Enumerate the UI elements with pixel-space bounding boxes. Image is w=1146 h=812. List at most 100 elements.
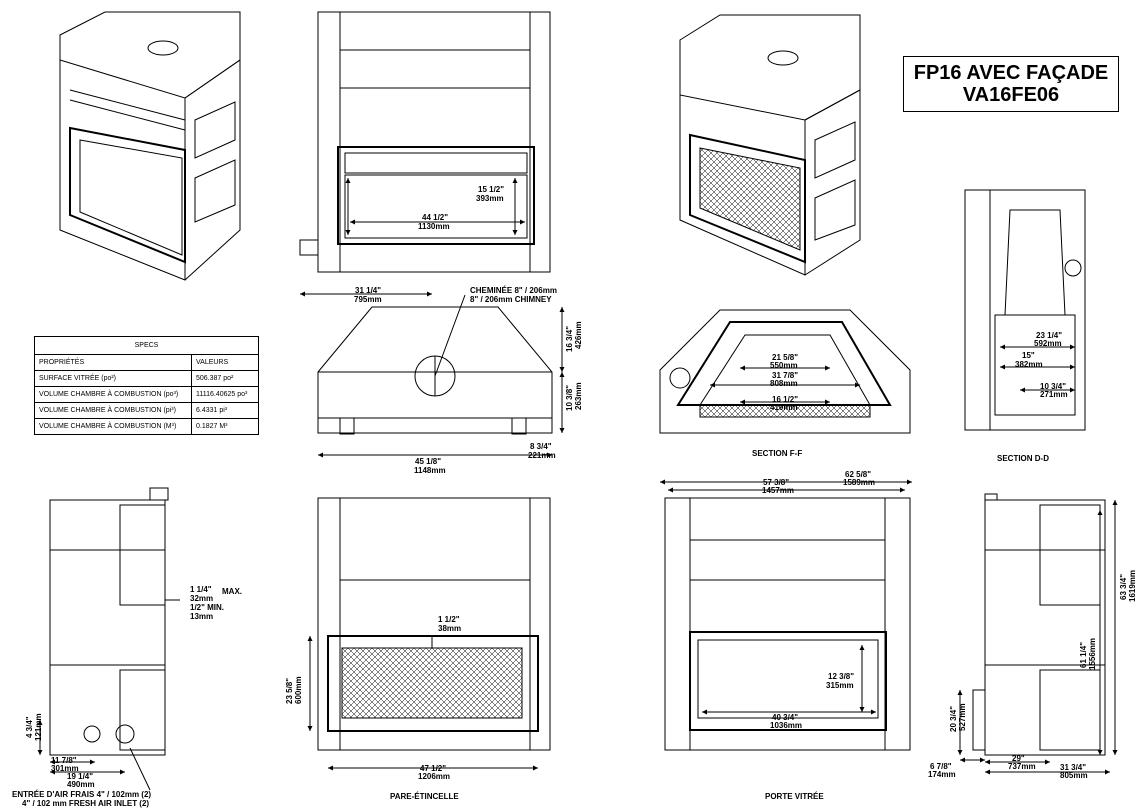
dim-side-right-d-in: 6 7/8"	[930, 762, 952, 771]
dim-side-left-e-in: 19 1/4"	[67, 772, 94, 781]
specs-col-properties: PROPRIÉTÉS	[34, 354, 192, 371]
spec-label: SURFACE VITRÉE (po²)	[34, 370, 192, 387]
dim-side-right-b-mm: 1556mm	[1088, 637, 1097, 670]
dim-side-left-c-in: 4 3/4"	[25, 716, 34, 738]
dim-screen-w-mm: 1206mm	[418, 772, 451, 781]
dim-ff-a-mm: 550mm	[770, 361, 798, 370]
chimney-label-en: 8" / 206mm CHIMNEY	[470, 295, 552, 304]
dim-front-height-mm: 393mm	[476, 194, 504, 203]
caption-glass-door: PORTE VITRÉE	[765, 792, 824, 801]
table-row: VOLUME CHAMBRE À COMBUSTION (M³)0.1827 M…	[34, 418, 259, 435]
dim-top-f-in: 8 3/4"	[530, 442, 552, 451]
dim-glass-t2-in: 57 3/8"	[763, 478, 790, 487]
title-block: FP16 AVEC FAÇADE VA16FE06	[903, 56, 1119, 112]
dim-top-width-in: 45 1/8"	[415, 457, 442, 466]
dim-side-left-min-mm: 13mm	[190, 612, 214, 621]
dim-glass-h-in: 12 3/8"	[828, 672, 855, 681]
dim-ff-a-in: 21 5/8"	[772, 353, 799, 362]
glass-view	[660, 479, 912, 751]
dim-screen-h-in: 23 5/8"	[285, 677, 294, 704]
dim-top-d-in: 16 3/4"	[565, 325, 574, 352]
dim-side-left-d-mm: 301mm	[51, 764, 79, 773]
spec-label: VOLUME CHAMBRE À COMBUSTION (M³)	[34, 418, 192, 435]
caption-section-dd: SECTION D-D	[997, 454, 1049, 463]
dim-glass-w-in: 40 3/4"	[772, 713, 799, 722]
dim-front-height-in: 15 1/2"	[478, 185, 505, 194]
dim-side-right-a-in: 63 3/4"	[1119, 573, 1128, 600]
specs-col-values: VALEURS	[191, 354, 259, 371]
dim-ff-b-mm: 808mm	[770, 379, 798, 388]
dim-side-left-c-mm: 121mm	[34, 713, 43, 741]
dim-dd-b-in: 15"	[1022, 351, 1035, 360]
dim-glass-h-mm: 315mm	[826, 681, 854, 690]
dim-side-left-d-in: 11 7/8"	[51, 756, 77, 765]
dim-screen-a-mm: 38mm	[438, 624, 462, 633]
dim-dd-a-in: 23 1/4"	[1036, 331, 1063, 340]
dim-side-left-a-in: 1 1/4"	[190, 585, 212, 594]
dim-screen-a-in: 1 1/2"	[438, 615, 460, 624]
dim-top-f-mm: 221mm	[528, 451, 556, 460]
dim-side-left-max: MAX.	[222, 587, 242, 596]
spec-label: VOLUME CHAMBRE À COMBUSTION (po³)	[34, 386, 192, 403]
dim-dd-b-mm: 382mm	[1015, 360, 1043, 369]
dim-screen-w-in: 47 1/2"	[420, 764, 447, 773]
table-row: VOLUME CHAMBRE À COMBUSTION (po³)11116.4…	[34, 386, 259, 403]
dim-side-right-d-mm: 174mm	[928, 770, 956, 779]
dim-front-width-in: 44 1/2"	[422, 213, 449, 222]
title-line-1: FP16 AVEC FAÇADE	[913, 62, 1109, 84]
section-dd	[964, 189, 1086, 431]
dim-dd-c-mm: 271mm	[1040, 390, 1068, 399]
dim-dd-a-mm: 592mm	[1034, 339, 1062, 348]
dim-screen-h-mm: 600mm	[294, 676, 303, 704]
dim-front-width-mm: 1130mm	[418, 222, 450, 231]
dim-ff-b-in: 31 7/8"	[772, 371, 799, 380]
dim-side-right-e-in: 29"	[1012, 754, 1025, 763]
spec-value: 6.4331 pi³	[191, 402, 259, 419]
dim-side-right-c-in: 20 3/4"	[949, 705, 958, 732]
dim-ff-c-in: 16 1/2"	[772, 395, 799, 404]
table-row: SURFACE VITRÉE (po²)506.387 po²	[34, 370, 259, 387]
front-view-top	[299, 11, 551, 273]
dim-side-right-e-mm: 737mm	[1008, 762, 1036, 771]
dim-dd-c-in: 10 3/4"	[1040, 382, 1067, 391]
dim-glass-w-mm: 1036mm	[770, 721, 803, 730]
dim-glass-t1-mm: 1589mm	[843, 478, 876, 487]
dim-side-right-c-mm: 527mm	[958, 703, 967, 731]
dim-side-right-f-mm: 805mm	[1060, 771, 1088, 780]
iso-view-left	[59, 11, 241, 281]
fresh-air-inlet-en: 4" / 102 mm FRESH AIR INLET (2)	[22, 799, 150, 808]
dim-side-right-b-in: 61 1/4"	[1079, 641, 1088, 668]
dim-ff-c-mm: 419mm	[770, 403, 798, 412]
dim-glass-t1-in: 62 5/8"	[845, 470, 872, 479]
title-line-2: VA16FE06	[962, 84, 1060, 106]
dim-side-right-f-in: 31 3/4"	[1060, 763, 1087, 772]
caption-section-ff: SECTION F-F	[752, 449, 803, 458]
spec-value: 506.387 po²	[191, 370, 259, 387]
side-view-left	[37, 487, 180, 791]
section-ff	[659, 309, 911, 434]
spec-value: 11116.40625 po³	[191, 386, 259, 403]
iso-view-right	[679, 14, 861, 276]
spec-value: 0.1827 M³	[191, 418, 259, 435]
screen-view	[307, 497, 551, 771]
dim-glass-t2-mm: 1457mm	[762, 486, 795, 495]
dim-side-left-e-mm: 490mm	[67, 780, 95, 789]
top-view	[300, 291, 565, 458]
dim-top-d-mm: 426mm	[574, 321, 583, 349]
dim-side-right-a-mm: 1619mm	[1128, 569, 1137, 602]
chimney-label-fr: CHEMINÉE 8" / 206mm	[470, 286, 557, 295]
dim-side-left-a-mm: 32mm	[190, 594, 214, 603]
caption-screen: PARE-ÉTINCELLE	[390, 792, 459, 801]
dim-top-a-in: 31 1/4"	[355, 286, 382, 295]
dim-top-width-mm: 1148mm	[414, 466, 446, 475]
fresh-air-inlet-fr: ENTRÉE D'AIR FRAIS 4" / 102mm (2)	[12, 790, 152, 799]
dim-top-a-mm: 795mm	[354, 295, 382, 304]
dim-side-left-min-in: 1/2" MIN.	[190, 603, 225, 612]
table-row: VOLUME CHAMBRE À COMBUSTION (pi³)6.4331 …	[34, 402, 259, 419]
specs-caption: SPECS	[34, 336, 259, 355]
side-view-right	[957, 493, 1118, 775]
dim-top-e-in: 10 3/8"	[565, 384, 574, 411]
dim-top-e-mm: 263mm	[574, 382, 583, 410]
